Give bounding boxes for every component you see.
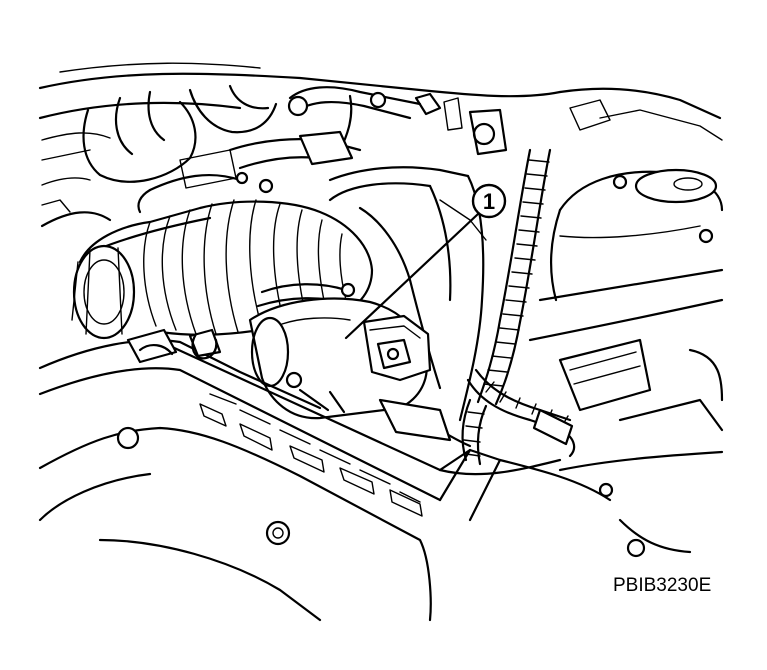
wiring-harness <box>443 97 576 466</box>
hose-bracket <box>137 86 442 214</box>
firewall-outline <box>38 62 723 141</box>
air-duct <box>71 199 374 340</box>
callout-1: 1 <box>471 183 507 219</box>
resonator <box>328 166 487 422</box>
center-components <box>138 332 472 448</box>
strut-tower <box>538 168 724 302</box>
radiator-core-support <box>38 328 562 517</box>
intake-manifold <box>40 84 278 228</box>
mass-air-flow-sensor <box>248 297 432 420</box>
front-lower-panel <box>38 426 612 622</box>
figure-code: PBIB3230E <box>613 575 712 596</box>
battery-tray <box>528 298 724 558</box>
callout-1-label: 1 <box>483 189 495 214</box>
callout-leader <box>344 212 480 340</box>
